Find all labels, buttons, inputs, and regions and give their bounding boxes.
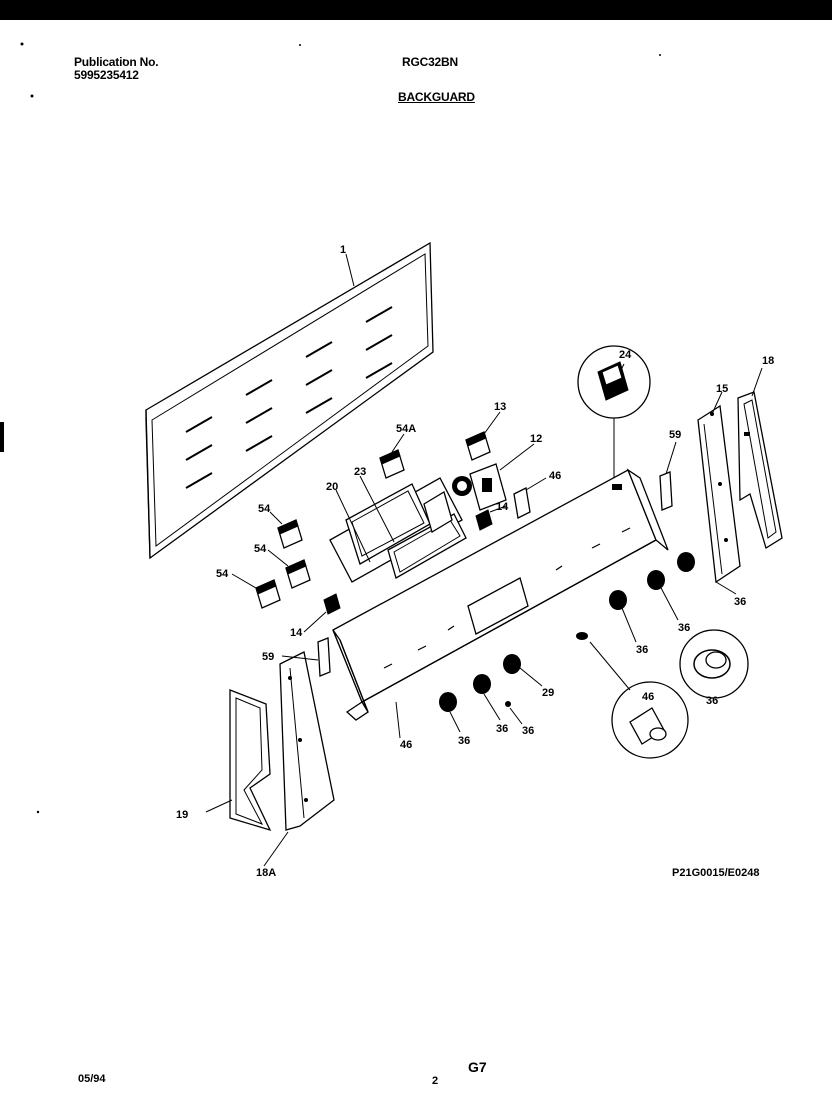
top-scan-border xyxy=(0,0,832,20)
switch-block-54-c xyxy=(255,579,281,609)
callout-label: 18 xyxy=(762,355,774,367)
clock-window xyxy=(467,577,529,635)
backguard-panel-1 xyxy=(145,241,434,560)
callout-label: 54 xyxy=(216,568,229,580)
rocker-switch-24 xyxy=(577,345,651,478)
callout-label: 36 xyxy=(636,644,648,656)
leader-lines xyxy=(205,253,763,867)
callout-label: 1 xyxy=(340,244,346,256)
switch-block-54-a xyxy=(277,519,303,549)
callout-label: 46 xyxy=(642,691,654,703)
callout-label: 36 xyxy=(496,723,508,735)
switch-block-54a xyxy=(379,449,405,479)
control-panel-19 xyxy=(332,468,669,721)
publication-number: 5995235412 xyxy=(74,68,139,82)
callout-label: 46 xyxy=(400,739,412,751)
switch-13 xyxy=(465,431,491,461)
thermostat-12 xyxy=(452,463,507,511)
footer-section-code: G7 xyxy=(468,1059,487,1075)
callout-label: 13 xyxy=(494,401,506,413)
clip-59-left xyxy=(317,637,331,677)
end-cap-15a xyxy=(279,651,335,831)
footer-page-number: 2 xyxy=(432,1075,438,1087)
knob-29 xyxy=(576,632,689,759)
callout-label: 59 xyxy=(669,429,681,441)
callout-label: 36 xyxy=(458,735,470,747)
end-cap-15 xyxy=(697,404,741,584)
callout-label: 29 xyxy=(542,687,554,699)
publication-label: Publication No. xyxy=(74,55,159,69)
section-title: BACKGUARD xyxy=(398,90,475,104)
switch-block-54-b xyxy=(285,559,311,589)
callout-label: 14 xyxy=(290,627,303,639)
clip-59-right xyxy=(659,471,673,511)
trim-18 xyxy=(737,391,783,550)
callout-label: 36 xyxy=(734,596,746,608)
callout-label: 12 xyxy=(530,433,542,445)
callout-label: 19 xyxy=(176,809,188,821)
callout-label: 18A xyxy=(256,867,276,879)
callout-label: 36 xyxy=(522,725,534,737)
model-number: RGC32BN xyxy=(402,55,458,69)
connector-14-lower xyxy=(323,593,341,615)
callout-label: 54 xyxy=(254,543,267,555)
callout-label: 54A xyxy=(396,423,416,435)
callout-label: 54 xyxy=(258,503,271,515)
footer-date: 05/94 xyxy=(78,1073,106,1085)
callout-label: 20 xyxy=(326,481,338,493)
trim-18a xyxy=(229,689,272,832)
scan-specks xyxy=(0,42,661,814)
callout-label: 23 xyxy=(354,466,366,478)
knob-46 xyxy=(679,629,749,699)
callout-label: 24 xyxy=(619,349,632,361)
callout-label: 15 xyxy=(716,383,728,395)
knobs-36 xyxy=(439,552,695,712)
callout-label: 14 xyxy=(496,501,509,513)
diagram-reference: P21G0015/E0248 xyxy=(672,867,759,879)
connector-14-upper xyxy=(475,487,531,531)
callout-labels: 1 24 18 15 13 54A 12 59 23 46 20 14 54 5… xyxy=(176,244,774,879)
timer-window-assembly xyxy=(329,477,467,583)
callout-label: 36 xyxy=(706,695,718,707)
callout-label: 46 xyxy=(549,470,561,482)
callout-label: 36 xyxy=(678,622,690,634)
callout-label: 59 xyxy=(262,651,274,663)
